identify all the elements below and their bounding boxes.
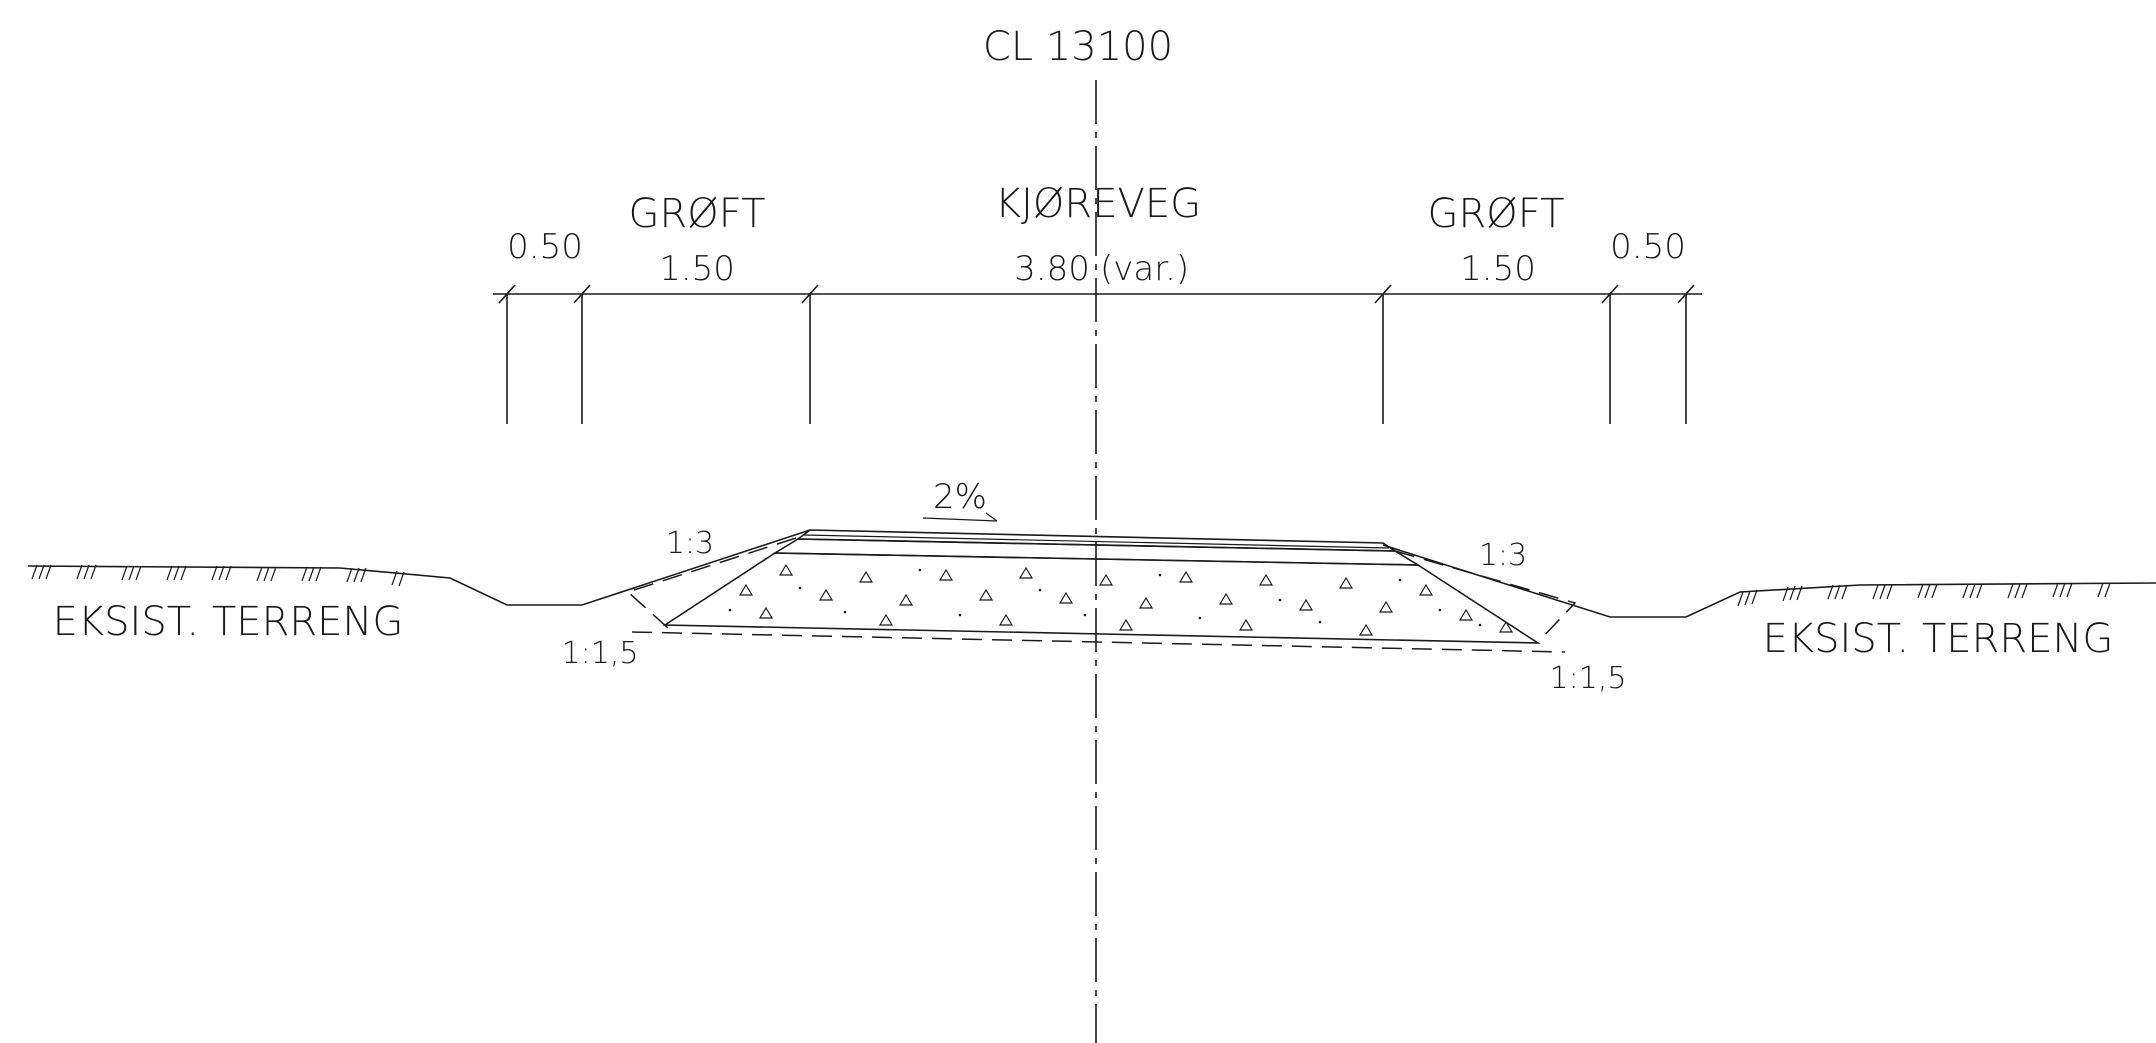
crossfall-arrow: [922, 512, 998, 522]
left-ditch-width: 1.50: [659, 249, 735, 289]
dimension-line: [493, 284, 1702, 424]
right-upper-slope-ratio: 1:3: [1479, 538, 1527, 573]
embankment-fill: [662, 552, 1541, 644]
right-ditch-label: GRØFT: [1427, 191, 1564, 237]
roadway-width: 3.80: [1014, 249, 1090, 289]
centerline-label: CL 13100: [983, 24, 1173, 70]
roadway-width-note: (var.): [1100, 249, 1189, 289]
lower-slope-dashed: [626, 537, 1577, 653]
right-ditch-width: 1.50: [1460, 249, 1536, 289]
roadway-label: KJØREVEG: [995, 181, 1201, 227]
left-shoulder-width: 0.50: [507, 227, 583, 267]
crossfall-label: 2%: [933, 477, 987, 517]
right-lower-slope-ratio: 1:1,5: [1550, 661, 1627, 696]
left-ditch-label: GRØFT: [628, 191, 765, 237]
fill-hatch: [704, 563, 1514, 636]
left-upper-slope-ratio: 1:3: [666, 526, 714, 561]
existing-terrain-left: [27, 529, 811, 606]
right-shoulder-width: 0.50: [1610, 227, 1686, 267]
right-terrain-label: EKSIST. TERRENG: [1763, 616, 2114, 662]
left-terrain-label: EKSIST. TERRENG: [53, 599, 404, 645]
left-lower-slope-ratio: 1:1,5: [562, 636, 639, 671]
